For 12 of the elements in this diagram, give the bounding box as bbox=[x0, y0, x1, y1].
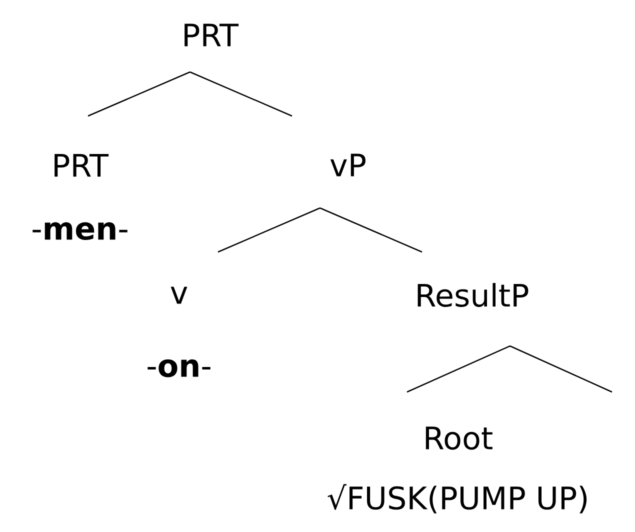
tree-node-label: PRT bbox=[184, 24, 239, 46]
branch-line bbox=[406, 345, 510, 393]
branch-line bbox=[88, 71, 190, 117]
tree-node-label: v -on- bbox=[148, 286, 210, 378]
branch-line bbox=[190, 71, 292, 117]
tree-node-label: Root √FUSK(PUMP UP) bbox=[328, 426, 587, 514]
tree-node-label: vP bbox=[330, 154, 366, 176]
branch-line bbox=[510, 345, 612, 393]
tree-node-label: ResultP bbox=[418, 283, 528, 307]
branch-line bbox=[320, 207, 422, 253]
tree-node-label: PRT -men- bbox=[32, 154, 128, 240]
branch-line bbox=[218, 207, 320, 253]
